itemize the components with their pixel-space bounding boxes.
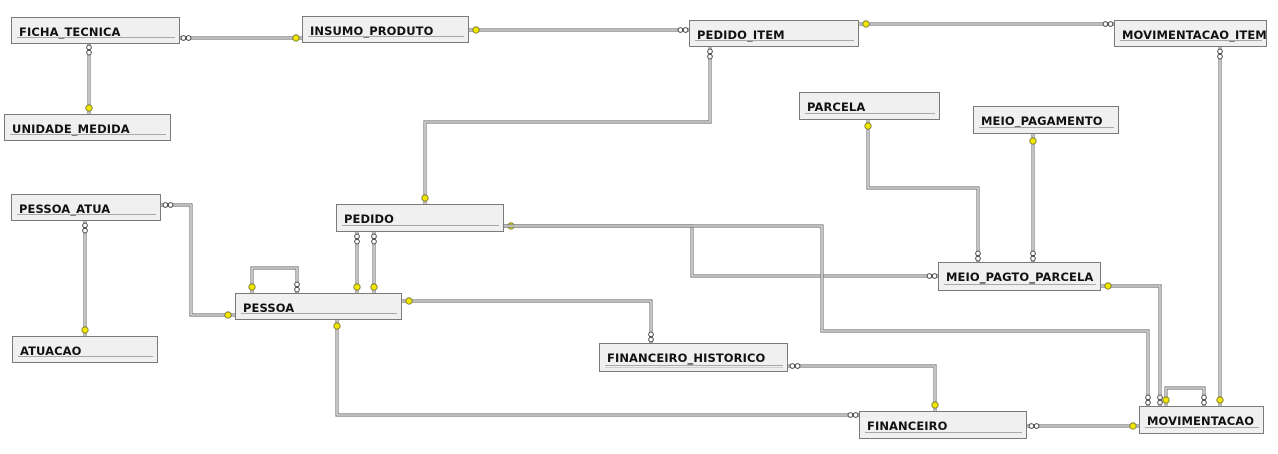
table-pessoa-atua[interactable]: PESSOA_ATUA <box>11 194 161 221</box>
table-divider <box>17 214 156 215</box>
table-meio-pagamento[interactable]: MEIO_PAGAMENTO <box>973 106 1119 134</box>
infinity-icon <box>86 44 92 56</box>
infinity-icon <box>926 273 938 279</box>
infinity-icon <box>294 281 300 293</box>
key-icon <box>224 311 232 319</box>
key-icon <box>862 20 870 28</box>
infinity-icon <box>707 48 713 60</box>
key-icon <box>1129 422 1137 430</box>
key-icon <box>1162 396 1170 404</box>
infinity-icon <box>975 250 981 262</box>
table-name: FICHA_TECNICA <box>19 25 121 39</box>
table-name: PEDIDO <box>344 212 395 226</box>
table-divider <box>10 134 166 135</box>
infinity-icon <box>371 233 377 245</box>
table-divider <box>695 40 854 41</box>
table-divider <box>1120 40 1262 41</box>
table-divider <box>342 225 499 226</box>
infinity-icon <box>847 412 859 418</box>
key-icon <box>421 194 429 202</box>
table-name: PESSOA_ATUA <box>19 202 111 216</box>
table-meio-pagto-parcela[interactable]: MEIO_PAGTO_PARCELA <box>938 262 1101 291</box>
table-name: PESSOA <box>243 301 295 315</box>
key-icon <box>353 283 361 291</box>
table-name: PARCELA <box>807 100 866 114</box>
table-name: ATUACAO <box>20 344 82 358</box>
infinity-icon <box>648 331 654 343</box>
key-icon <box>931 401 939 409</box>
table-divider <box>18 356 153 357</box>
key-icon <box>333 322 341 330</box>
rel-pedidoitem-pedido <box>423 47 712 204</box>
rel-pessoa-self <box>250 266 299 293</box>
key-icon <box>472 26 480 34</box>
infinity-icon <box>1157 394 1163 406</box>
infinity-icon <box>1028 423 1040 429</box>
rel-parcela-mpp <box>866 120 980 262</box>
table-insumo-produto[interactable]: INSUMO_PRODUTO <box>302 16 469 43</box>
infinity-icon <box>82 222 88 234</box>
rel-mpp-mov <box>1101 284 1162 406</box>
table-pessoa[interactable]: PESSOA <box>235 293 402 320</box>
key-icon <box>292 34 300 42</box>
key-icon <box>1029 137 1037 145</box>
infinity-icon <box>1030 250 1036 262</box>
table-financeiro[interactable]: FINANCEIRO <box>859 411 1027 439</box>
table-divider <box>308 36 464 37</box>
table-name: PEDIDO_ITEM <box>697 28 785 42</box>
table-name: MOVIMENTACAO_ITEM <box>1122 28 1267 42</box>
rel-finhist-fin <box>788 364 937 411</box>
table-name: MOVIMENTACAO <box>1147 414 1255 428</box>
table-movimentacao[interactable]: MOVIMENTACAO <box>1139 406 1264 434</box>
table-name: UNIDADE_MEDIDA <box>12 122 130 136</box>
key-icon <box>248 283 256 291</box>
key-icon <box>1216 396 1224 404</box>
table-ficha-tecnica[interactable]: FICHA_TECNICA <box>11 17 180 44</box>
table-atuacao[interactable]: ATUACAO <box>12 336 158 363</box>
table-divider <box>605 367 783 368</box>
table-divider <box>605 365 783 366</box>
table-divider <box>944 284 1096 285</box>
table-divider <box>17 37 175 38</box>
infinity-icon <box>1217 48 1223 60</box>
key-icon <box>85 104 93 112</box>
infinity-icon <box>1145 394 1151 406</box>
table-name: INSUMO_PRODUTO <box>310 24 434 38</box>
table-pedido[interactable]: PEDIDO <box>336 204 504 232</box>
table-movimentacao-item[interactable]: MOVIMENTACAO_ITEM <box>1114 20 1267 47</box>
rel-pessoa-fin <box>335 320 859 417</box>
table-parcela[interactable]: PARCELA <box>799 92 940 120</box>
key-icon <box>864 122 872 130</box>
rel-pedido-mpp <box>504 224 938 278</box>
rel-pessoaatua-pessoa <box>161 203 235 317</box>
infinity-icon <box>1201 394 1207 406</box>
key-icon <box>405 297 413 305</box>
table-name: MEIO_PAGAMENTO <box>981 114 1103 128</box>
table-divider <box>241 313 397 314</box>
key-icon <box>370 283 378 291</box>
infinity-icon <box>789 363 801 369</box>
table-divider <box>865 432 1022 433</box>
key-icon <box>81 326 89 334</box>
key-icon <box>1104 282 1112 290</box>
infinity-icon <box>677 27 689 33</box>
infinity-icon <box>1102 21 1114 27</box>
table-divider <box>979 127 1114 128</box>
table-divider <box>1145 427 1259 428</box>
table-pedido-item[interactable]: PEDIDO_ITEM <box>689 20 859 47</box>
rel-pedido-mov <box>504 224 1150 406</box>
table-name: FINANCEIRO_HISTORICO <box>607 351 766 365</box>
table-name: FINANCEIRO <box>867 419 948 433</box>
table-divider <box>805 113 935 114</box>
table-financeiro-historico[interactable]: FINANCEIRO_HISTORICO <box>599 343 788 372</box>
infinity-icon <box>354 233 360 245</box>
infinity-icon <box>162 202 174 208</box>
table-name: MEIO_PAGTO_PARCELA <box>946 270 1094 284</box>
infinity-icon <box>180 35 192 41</box>
table-unidade-medida[interactable]: UNIDADE_MEDIDA <box>4 114 171 141</box>
rel-mov-self <box>1164 386 1206 406</box>
rel-pessoa-finhist <box>402 299 653 343</box>
